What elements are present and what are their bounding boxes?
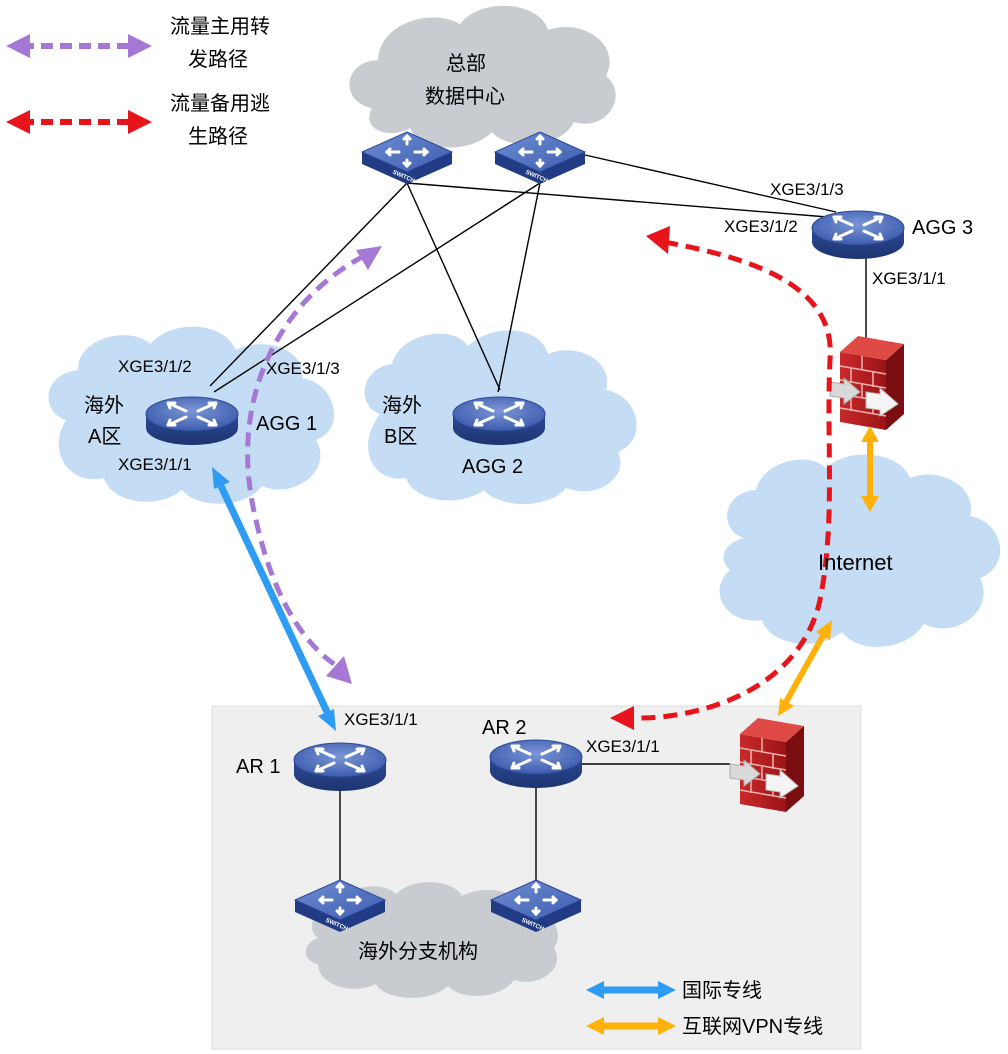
ar2-port-xge311: XGE3/1/1 [586,737,660,756]
legend-backup-arrow [6,110,152,134]
internet-label: Internet [818,550,893,575]
legend-intl-text: 国际专线 [682,979,762,1002]
vpn-line-arrows [778,426,879,716]
ar1-label: AR 1 [236,756,280,778]
agg3-router-icon [810,209,906,261]
legend-primary-line1: 流量主用转 [170,15,270,38]
agg3-port-xge313: XGE3/1/3 [770,180,844,199]
region-b-label-line2: B区 [384,426,417,448]
backup-path-arrow [610,226,833,730]
agg3-port-xge311: XGE3/1/1 [872,269,946,288]
intl-line-arrow [212,467,336,731]
ar1-port-xge311: XGE3/1/1 [344,710,418,729]
ar2-label: AR 2 [482,717,526,739]
agg2-router-icon [451,395,547,447]
region-b-label-line1: 海外 [382,394,422,417]
branch-label: 海外分支机构 [358,940,478,963]
legend-vpn-arrow [586,1017,676,1035]
legend-primary-arrow [6,34,152,58]
primary-path-arrow [245,246,382,684]
hq-label-line1: 总部 [446,52,486,75]
legend-intl-arrow [586,981,676,999]
legend-primary-line2: 发路径 [188,48,248,71]
legend-backup-line2: 生路径 [188,125,248,148]
agg3-label: AGG 3 [912,217,973,239]
ar1-router-icon [292,741,388,793]
agg2-label: AGG 2 [462,456,523,478]
region-a-label-line2: A区 [88,426,121,448]
agg3-port-xge312: XGE3/1/2 [724,217,798,236]
internet-cloud [719,454,1001,647]
agg1-label: AGG 1 [256,413,317,435]
ar2-router-icon [488,738,584,790]
agg1-router-icon [144,395,240,447]
agg1-port-xge311: XGE3/1/1 [118,455,192,474]
legend-backup-line1: 流量备用逃 [170,92,270,115]
hq-cloud [349,5,616,148]
legend: 流量主用转 发路径 流量备用逃 生路径 国际专线 互联网VPN专线 [6,15,823,1038]
region-a-label-line1: 海外 [84,394,124,417]
agg1-port-xge313: XGE3/1/3 [266,359,340,378]
agg1-port-xge312: XGE3/1/2 [118,357,192,376]
hq-label-line2: 数据中心 [425,85,505,108]
legend-vpn-text: 互联网VPN专线 [682,1015,823,1038]
hq-firewall-icon [829,335,905,431]
